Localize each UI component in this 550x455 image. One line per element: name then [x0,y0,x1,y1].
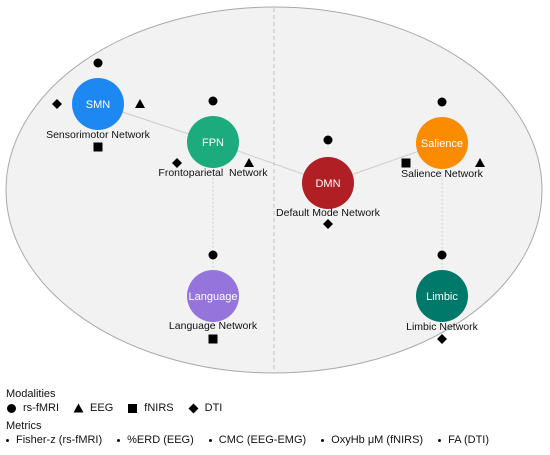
bullet-icon [208,438,212,442]
node-fpn-diamond-marker [172,158,182,168]
node-dmn-circle [302,157,354,209]
metric-item: FA (DTI) [438,434,489,446]
node-fpn-triangle-marker [244,158,254,167]
node-dmn-diamond-marker [323,219,333,229]
node-salience-abbr: Salience [421,138,463,150]
metric-label: OxyHb μM (fNIRS) [331,434,424,446]
node-dmn-circle-marker [323,135,333,145]
node-salience-square-marker [401,158,411,168]
node-smn-label: Sensorimotor Network [46,129,151,141]
metric-item: CMC (EEG-EMG) [208,434,307,446]
modality-label: EEG [90,402,114,414]
metric-item: Fisher-z (rs-fMRI) [6,434,102,446]
node-language-label: Language Network [169,320,258,332]
metrics-legend-title: Metrics [6,420,42,432]
metric-label: CMC (EEG-EMG) [218,434,307,446]
node-limbic-label: Limbic Network [406,321,479,333]
diamond-marker-icon [188,403,199,413]
modality-fnirs: fNIRS [127,402,174,414]
metric-item: OxyHb μM (fNIRS) [321,434,423,446]
node-salience-circle-marker [437,97,447,107]
node-limbic-circle [416,270,468,322]
modality-label: fNIRS [144,402,174,414]
circle-marker-icon [7,403,16,413]
square-marker-icon [128,403,138,413]
square-marker-shape [128,403,138,413]
node-smn-triangle-marker [135,99,145,108]
node-fpn-abbr: FPN [202,137,224,149]
metrics-legend: Fisher-z (rs-fMRI) %ERD (EEG) CMC (EEG-EMG… [6,434,504,446]
triangle-marker-shape [73,403,84,412]
node-language-square-marker [208,334,218,344]
node-smn-circle [72,78,124,130]
metric-label: FA (DTI) [448,434,490,446]
bullet-icon [438,438,442,442]
modality-eeg: EEG [73,402,113,414]
node-fpn-circle-marker [208,96,218,106]
modalities-legend-title: Modalities [6,388,56,400]
node-fpn-circle [187,116,239,168]
metric-label: %ERD (EEG) [127,434,194,446]
node-salience-triangle-marker [475,158,485,167]
modality-dti: DTI [188,402,223,414]
node-dmn-abbr: DMN [315,178,340,190]
node-fpn-label: Frontoparietal Network [158,167,268,179]
diamond-marker-shape [188,403,199,413]
node-language-circle-marker [208,250,218,260]
node-limbic-circle-marker [437,250,447,260]
node-salience-label: Salience Network [401,168,483,180]
node-smn-circle-marker [93,58,103,68]
node-language-abbr: Language [189,291,238,303]
bullet-icon [321,438,325,442]
node-smn-diamond-marker [52,99,62,109]
metric-label: Fisher-z (rs-fMRI) [16,434,103,446]
modality-label: DTI [204,402,223,414]
node-smn[interactable]: SMN Sensorimotor Network [46,58,151,152]
node-salience-circle [416,117,468,169]
node-language-circle [187,270,239,322]
node-limbic-diamond-marker [437,334,447,344]
triangle-marker-icon [73,403,84,412]
metric-item: %ERD (EEG) [117,434,194,446]
node-fpn[interactable]: FPN Frontoparietal Network [158,96,268,180]
node-limbic-abbr: Limbic [426,291,458,303]
modalities-legend: rs-fMRI EEG fNIRS DTI [6,402,236,414]
bullet-icon [117,438,121,442]
node-smn-abbr: SMN [86,99,111,111]
circle-marker-shape [7,403,16,413]
node-smn-square-marker [93,142,103,152]
node-dmn[interactable]: DMN Default Mode Network [276,135,381,230]
modality-rs-fmri: rs-fMRI [6,402,59,414]
modality-label: rs-fMRI [23,402,60,414]
bullet-icon [6,438,9,442]
node-dmn-label: Default Mode Network [276,207,381,219]
